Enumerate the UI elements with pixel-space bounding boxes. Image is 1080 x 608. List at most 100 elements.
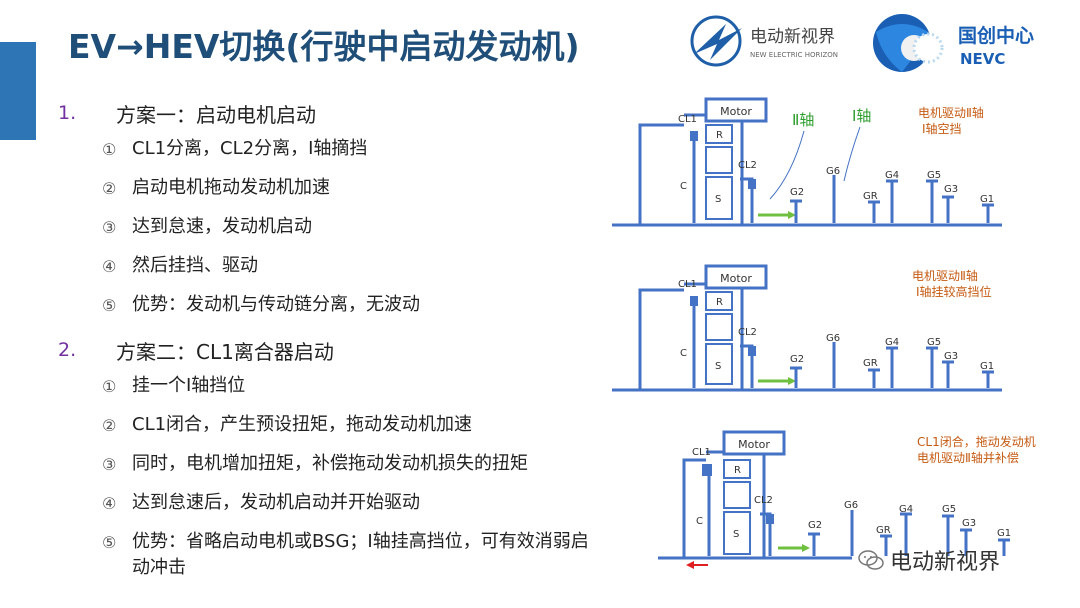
s-box xyxy=(705,176,733,220)
brand1-sub: NEW ELECTRIC HORIZON xyxy=(750,51,838,59)
item-text: 优势：省略启动电机或BSG；Ⅰ轴挂高挡位，可有效消弱启动冲击 xyxy=(132,531,589,578)
note-line-2: Ⅰ轴挂较高挡位 xyxy=(916,284,992,299)
item-text: 启动电机拖动发动机加速 xyxy=(132,177,330,198)
section-title: 方案一：启动电机启动 xyxy=(116,102,316,127)
g2-label: G2 xyxy=(790,354,804,365)
motor-box xyxy=(704,264,768,290)
g4-label: G4 xyxy=(885,337,899,348)
red-arrow-icon xyxy=(686,561,708,569)
g6-label: G6 xyxy=(844,500,858,511)
item-number: ② xyxy=(102,416,117,435)
item-text: CL1闭合，产生预设扭矩，拖动发动机加速 xyxy=(132,414,473,435)
cl2-label: CL2 xyxy=(738,160,757,171)
item-text: 优势：发动机与传动链分离，无波动 xyxy=(132,294,420,315)
gear-box xyxy=(705,146,733,174)
note-line-1: 电机驱动Ⅱ轴 xyxy=(912,268,978,283)
s-label: S xyxy=(715,194,721,205)
gear-box xyxy=(705,313,733,341)
slide-title: EV→HEV切换(行驶中启动发动机) xyxy=(68,27,580,66)
item-number: ③ xyxy=(102,218,117,237)
transmission-diagram-1: Motor R S CL1 C CL2 G2 G6 GR G4 G5 G3 G1… xyxy=(612,97,1002,227)
s-box xyxy=(705,343,733,385)
g4-label: G4 xyxy=(899,504,913,515)
motor-box xyxy=(704,97,768,123)
r-box xyxy=(705,124,733,144)
axis2-label: Ⅱ轴 xyxy=(792,111,814,129)
list-item: ⑤ 优势：发动机与传动链分离，无波动 xyxy=(58,291,618,330)
g1-label: G1 xyxy=(980,194,994,205)
item-text: 达到怠速后，发动机启动并开始驱动 xyxy=(132,492,420,513)
section-heading: 1. 方案一：启动电机启动 xyxy=(58,95,618,131)
g6-label: G6 xyxy=(826,166,840,177)
item-number: ③ xyxy=(102,455,117,474)
wechat-icon xyxy=(858,550,884,570)
section-number: 1. xyxy=(58,102,77,124)
cl2-clutch xyxy=(748,346,756,356)
g4-label: G4 xyxy=(885,170,899,181)
item-number: ⑤ xyxy=(102,533,117,552)
cl1-label: CL1 xyxy=(692,447,711,458)
g5-label: G5 xyxy=(927,337,941,348)
s-box xyxy=(723,511,751,555)
cl2-clutch xyxy=(766,514,774,524)
g6-label: G6 xyxy=(826,333,840,344)
item-text: 同时，电机增加扭矩，补偿拖动发动机损失的扭矩 xyxy=(132,453,528,474)
brand2-sub: NEVC xyxy=(960,50,1005,68)
item-text: 挂一个Ⅰ轴挡位 xyxy=(132,375,246,396)
motor-label: Motor xyxy=(720,272,752,285)
r-label: R xyxy=(734,465,741,476)
cl2-clutch xyxy=(748,179,756,189)
g5-label: G5 xyxy=(942,504,956,515)
r-box xyxy=(705,291,733,311)
axis1-label: Ⅰ轴 xyxy=(852,107,871,125)
r-label: R xyxy=(716,297,723,308)
list-item: ④ 达到怠速后，发动机启动并开始驱动 xyxy=(58,489,618,528)
section-number: 2. xyxy=(58,339,77,361)
s-label: S xyxy=(733,529,739,540)
gr-label: GR xyxy=(863,191,878,202)
g1-label: G1 xyxy=(997,528,1011,539)
accent-bar xyxy=(0,42,36,140)
list-item: ③ 同时，电机增加扭矩，补偿拖动发动机损失的扭矩 xyxy=(58,450,618,489)
g5-label: G5 xyxy=(927,170,941,181)
transmission-diagram-3: Motor R S CL1 C CL2 G2 G6 GR G4 G5 G3 G1… xyxy=(658,430,1036,560)
cl1-label: CL1 xyxy=(678,114,697,125)
section-heading: 2. 方案二：CL1离合器启动 xyxy=(58,332,618,368)
watermark: 电动新视界 xyxy=(858,544,1000,576)
g3-label: G3 xyxy=(944,351,958,362)
note-line-2: Ⅰ轴空挡 xyxy=(922,121,962,136)
globe-icon xyxy=(873,14,944,72)
item-text: CL1分离，CL2分离，Ⅰ轴摘挡 xyxy=(132,138,368,159)
brand1-name: 电动新视界 xyxy=(750,27,835,47)
cl1-clutch xyxy=(702,464,712,476)
item-number: ④ xyxy=(102,494,117,513)
gear-box xyxy=(723,481,751,509)
item-number: ⑤ xyxy=(102,296,117,315)
item-number: ④ xyxy=(102,257,117,276)
transmission-diagram-2: Motor R S CL1 C CL2 G2 G6 GR G4 G5 G3 G1… xyxy=(612,264,1002,392)
c-label: C xyxy=(680,181,687,192)
item-number: ② xyxy=(102,179,117,198)
gr-label: GR xyxy=(876,525,891,536)
r-label: R xyxy=(716,130,723,141)
s-label: S xyxy=(715,361,721,372)
g3-label: G3 xyxy=(962,518,976,529)
motor-label: Motor xyxy=(720,105,752,118)
list-item: ② CL1闭合，产生预设扭矩，拖动发动机加速 xyxy=(58,411,618,450)
note-line-1: CL1闭合，拖动发动机 xyxy=(917,434,1036,449)
cl1-label: CL1 xyxy=(678,279,697,290)
g2-label: G2 xyxy=(808,520,822,531)
cl1-clutch xyxy=(690,296,698,306)
cl2-label: CL2 xyxy=(754,495,773,506)
g1-label: G1 xyxy=(980,361,994,372)
nevc-logo: 国创中心 NEVC xyxy=(873,14,1034,72)
note-line-1: 电机驱动Ⅱ轴 xyxy=(918,105,984,120)
brand2-name: 国创中心 xyxy=(958,24,1034,47)
